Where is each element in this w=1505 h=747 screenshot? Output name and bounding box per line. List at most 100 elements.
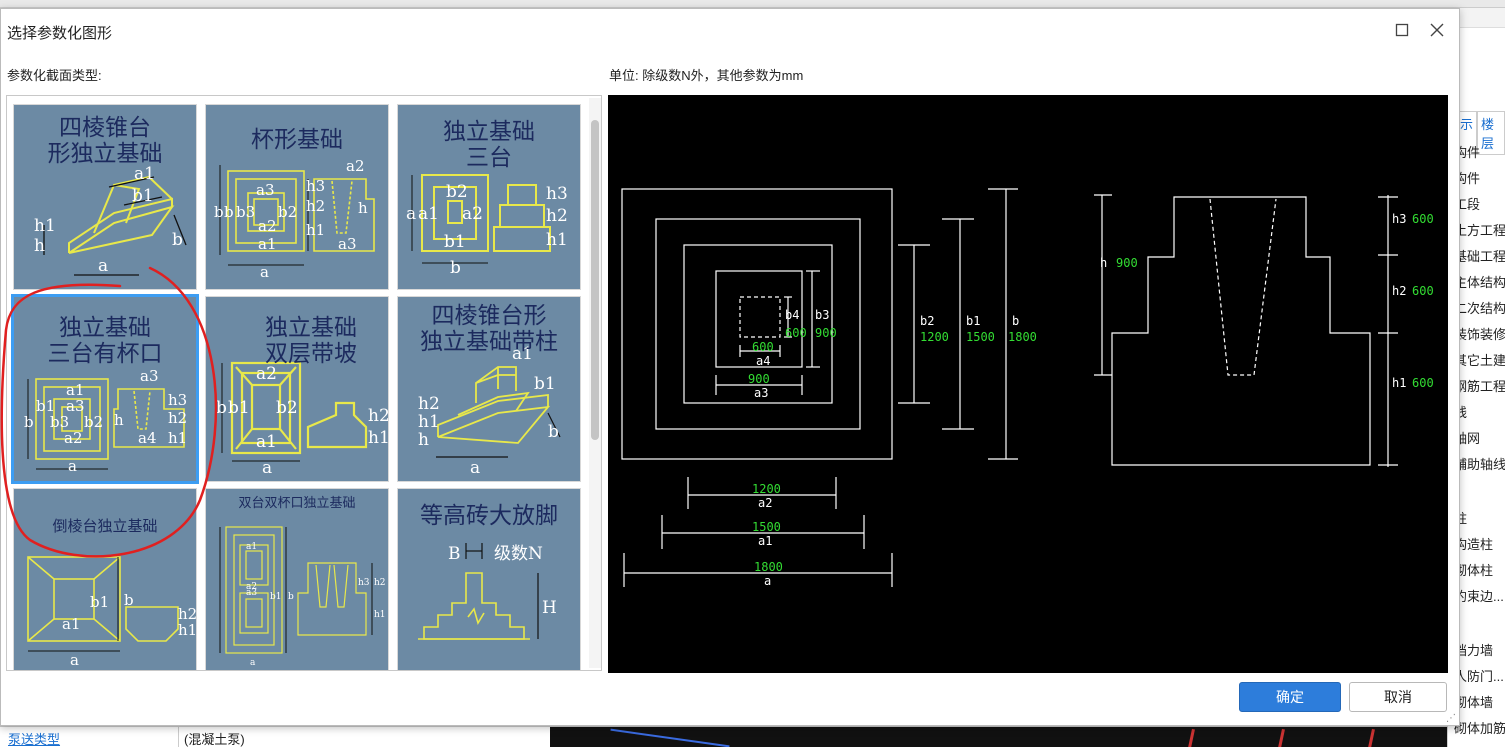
plan-label-a3: a3: [754, 386, 768, 400]
plan-value-b2: 1200: [920, 330, 949, 344]
dim-label: b: [124, 591, 134, 609]
dim-label: B: [448, 544, 461, 564]
shape-tile-three-step[interactable]: a a1 b2 a2 b1 b h3 h2 h1 独立基础 三台: [397, 104, 581, 290]
dim-label: a1: [512, 344, 533, 364]
tree-item[interactable]: 工段: [1454, 197, 1481, 212]
dim-label: h1: [306, 221, 325, 239]
plan-value-a1: 1500: [752, 520, 781, 534]
section-label-h3: h3: [1392, 212, 1406, 226]
dim-label: a1: [246, 542, 257, 552]
right-panel-tab[interactable]: 楼层: [1477, 111, 1505, 155]
plan-value-b: 1800: [1008, 330, 1037, 344]
tile-diagram: a a1 b2 a2 b1 b h3 h2 h1: [406, 174, 568, 278]
close-button[interactable]: [1425, 19, 1449, 41]
shape-tile-double-cup[interactable]: a1 a2 a3 b1 b h3 h2 h1 a 双台双杯口独立基础: [205, 488, 389, 670]
tile-diagram: b1 a1 b h2 h1 a: [27, 556, 196, 669]
dim-label: h2: [306, 197, 325, 215]
dim-label: a: [98, 256, 108, 276]
plan-value-b4: 600: [785, 326, 807, 340]
dim-label: b2: [446, 182, 468, 202]
ok-button[interactable]: 确定: [1239, 682, 1341, 712]
dim-label: h2: [546, 206, 568, 226]
tree-item[interactable]: 构件: [1454, 171, 1481, 186]
dim-label: h1: [418, 412, 440, 432]
right-panel-tab[interactable]: 示: [1456, 111, 1478, 155]
dim-label: b2: [278, 203, 297, 221]
tree-item[interactable]: 装饰装修: [1454, 327, 1505, 342]
dim-label: h3: [358, 578, 370, 588]
tree-item[interactable]: 砌体墙: [1454, 695, 1494, 710]
tree-item[interactable]: 砌体加筋: [1454, 721, 1505, 736]
tree-item[interactable]: 人防门...: [1454, 669, 1504, 684]
section-label-h2: h2: [1392, 284, 1406, 298]
property-name[interactable]: 泵送类型: [8, 732, 61, 747]
tree-item[interactable]: 约束边...: [1454, 589, 1504, 604]
plan-label-b2: b2: [920, 314, 934, 328]
tree-item[interactable]: 辅助轴线: [1454, 457, 1505, 472]
dim-label: b: [548, 422, 559, 442]
tile-diagram: a2 a3 b b b3 b2 a2 a1 a h3 h2 h1 h a3: [214, 157, 375, 281]
tree-item[interactable]: 砌体柱: [1454, 563, 1494, 578]
dim-label: h: [34, 236, 45, 256]
property-value[interactable]: (混凝土泵): [184, 732, 245, 747]
tree-item[interactable]: 钢筋工程: [1454, 379, 1505, 394]
tile-diagram: a1 b1 h1 h b a: [34, 164, 187, 276]
tile-diagram: a2 b b1 b2 a1 a h2 h1: [216, 361, 389, 478]
dim-label: a3: [338, 235, 357, 253]
viewport-rebar-line: [1278, 728, 1285, 747]
background-3d-viewport: [550, 727, 1447, 747]
plan-label-a4: a4: [756, 354, 770, 368]
dim-label: b1: [132, 186, 154, 206]
dim-label: h1: [546, 230, 568, 250]
tree-item[interactable]: 构件: [1454, 145, 1481, 160]
shape-preview-canvas: b4 600 b3 900 b2 1200 b1 1500 b 1800 600…: [608, 95, 1448, 673]
tree-item[interactable]: 构造柱: [1454, 537, 1494, 552]
dim-label: h: [114, 411, 124, 429]
tree-item[interactable]: 二次结构: [1454, 301, 1505, 316]
dim-label: a1: [134, 164, 155, 184]
tree-item[interactable]: 主体结构: [1454, 275, 1505, 290]
cancel-button[interactable]: 取消: [1349, 682, 1447, 712]
dim-label: b: [216, 398, 227, 418]
maximize-button[interactable]: [1390, 19, 1414, 41]
plan-value-a4: 600: [752, 340, 774, 354]
tree-item[interactable]: 基础工程: [1454, 249, 1505, 264]
property-divider: [178, 727, 179, 747]
dim-label: b: [214, 203, 224, 221]
plan-label-a1: a1: [758, 534, 772, 548]
dim-label: a: [260, 263, 269, 281]
shape-tile-cup-foundation[interactable]: a2 a3 b b b3 b2 a2 a1 a h3 h2 h1 h a3 杯形…: [205, 104, 389, 290]
tree-item[interactable]: 其它土建: [1454, 353, 1505, 368]
shape-tile-inverted-frustum[interactable]: b1 a1 b h2 h1 a 倒棱台独立基础: [13, 488, 197, 670]
shape-tile-three-step-cup[interactable]: a3 a1 b1 b a3 b3 b2 a2 a h h3 h2 h1 a4 独…: [11, 294, 199, 484]
shape-tile-pyramid-frustum[interactable]: a1 b1 h1 h b a 四棱锥台 形独立基础: [13, 104, 197, 290]
dim-label: H: [542, 598, 557, 618]
dim-label: a: [470, 458, 480, 478]
dim-label: h2: [418, 394, 440, 414]
tile-diagram: B 级数N H: [418, 543, 557, 640]
dim-label: h1: [168, 429, 187, 447]
viewport-axis-line: [610, 728, 730, 747]
shape-tile-pyramid-with-column[interactable]: a1 b1 h2 h1 h b a 四棱锥台形 独立基础带柱: [397, 296, 581, 482]
tree-item[interactable]: 土方工程: [1454, 223, 1505, 238]
resize-grip-icon[interactable]: ⋰: [1446, 713, 1456, 724]
dim-label: a3: [246, 588, 257, 598]
shape-tile-double-slope[interactable]: a2 b b1 b2 a1 a h2 h1 独立基础 双层带坡: [205, 296, 389, 482]
plan-label-b: b: [1012, 314, 1019, 328]
tree-item[interactable]: 轴网: [1454, 431, 1481, 446]
dim-label: a: [70, 651, 79, 669]
tree-item[interactable]: 挡力墙: [1454, 643, 1494, 658]
shape-tile-brick-footing[interactable]: B 级数N H 等高砖大放脚: [397, 488, 581, 670]
plan-label-b3: b3: [815, 308, 829, 322]
gallery-scrollbar[interactable]: [589, 98, 601, 668]
dim-label: a: [250, 658, 256, 668]
plan-label-b4: b4: [785, 308, 799, 322]
close-icon: [1430, 23, 1444, 37]
scrollbar-thumb[interactable]: [591, 120, 599, 440]
dim-label: b: [224, 203, 234, 221]
dim-label: h2: [368, 406, 389, 426]
plan-value-a2: 1200: [752, 482, 781, 496]
section-label-h1: h1: [1392, 376, 1406, 390]
dim-label: a2: [256, 364, 277, 384]
dim-label: b1: [270, 592, 282, 602]
